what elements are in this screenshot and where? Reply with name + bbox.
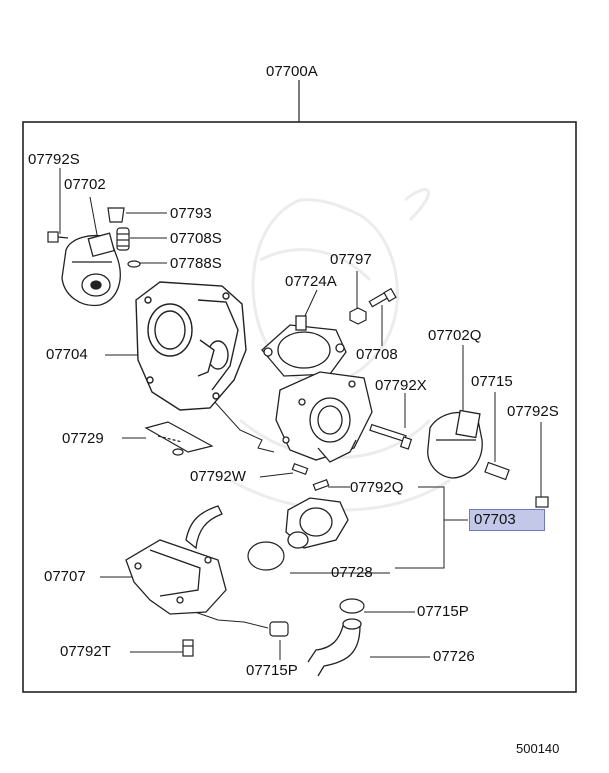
label-07792t[interactable]: 07792T xyxy=(60,643,111,660)
connector-07715 xyxy=(484,461,510,481)
drawing-code: 500140 xyxy=(516,741,560,756)
label-07702q[interactable]: 07702Q xyxy=(428,327,482,344)
label-07715[interactable]: 07715 xyxy=(471,373,513,390)
label-07729[interactable]: 07729 xyxy=(62,430,104,447)
bolt-07792s-right xyxy=(535,496,549,508)
label-07715p-top[interactable]: 07715P xyxy=(417,603,469,620)
idle-air-control-valve xyxy=(285,497,349,549)
label-07702[interactable]: 07702 xyxy=(64,176,106,193)
label-07792s-right[interactable]: 07792S xyxy=(507,403,559,420)
label-07703-highlighted[interactable]: 07703 xyxy=(469,509,545,531)
label-07792s-left[interactable]: 07792S xyxy=(28,151,80,168)
label-07792w[interactable]: 07792W xyxy=(190,468,246,485)
label-07715p-bottom[interactable]: 07715P xyxy=(246,662,298,679)
label-07792x[interactable]: 07792X xyxy=(375,377,427,394)
label-07788s[interactable]: 07788S xyxy=(170,255,222,272)
label-07728[interactable]: 07728 xyxy=(331,564,373,581)
label-07707[interactable]: 07707 xyxy=(44,568,86,585)
throttle-housing-lower xyxy=(125,505,227,615)
label-07724a[interactable]: 07724A xyxy=(285,273,337,290)
label-07704[interactable]: 07704 xyxy=(46,346,88,363)
hose-07726 xyxy=(307,618,362,677)
gasket-disc xyxy=(247,541,285,571)
leader-lines xyxy=(59,168,542,660)
label-07792q[interactable]: 07792Q xyxy=(350,479,404,496)
throttle-position-sensor xyxy=(61,232,121,307)
sensor-07702q xyxy=(427,409,483,479)
bolt-07792t xyxy=(182,639,194,657)
screws-small xyxy=(291,463,330,491)
nut-and-screw xyxy=(349,287,397,325)
screw-07792x xyxy=(369,423,413,450)
throttle-body-right xyxy=(275,371,373,463)
label-07793[interactable]: 07793 xyxy=(170,205,212,222)
label-07726[interactable]: 07726 xyxy=(433,648,475,665)
small-parts xyxy=(107,207,141,268)
dashpot-actuator xyxy=(261,315,347,377)
gasket xyxy=(144,421,214,456)
label-07797[interactable]: 07797 xyxy=(330,251,372,268)
label-07708s[interactable]: 07708S xyxy=(170,230,222,247)
label-07700a[interactable]: 07700A xyxy=(266,63,318,80)
bolt-07792s-left xyxy=(47,231,69,243)
hose-clamps xyxy=(269,598,365,637)
label-07708[interactable]: 07708 xyxy=(356,346,398,363)
throttle-body xyxy=(135,281,247,411)
